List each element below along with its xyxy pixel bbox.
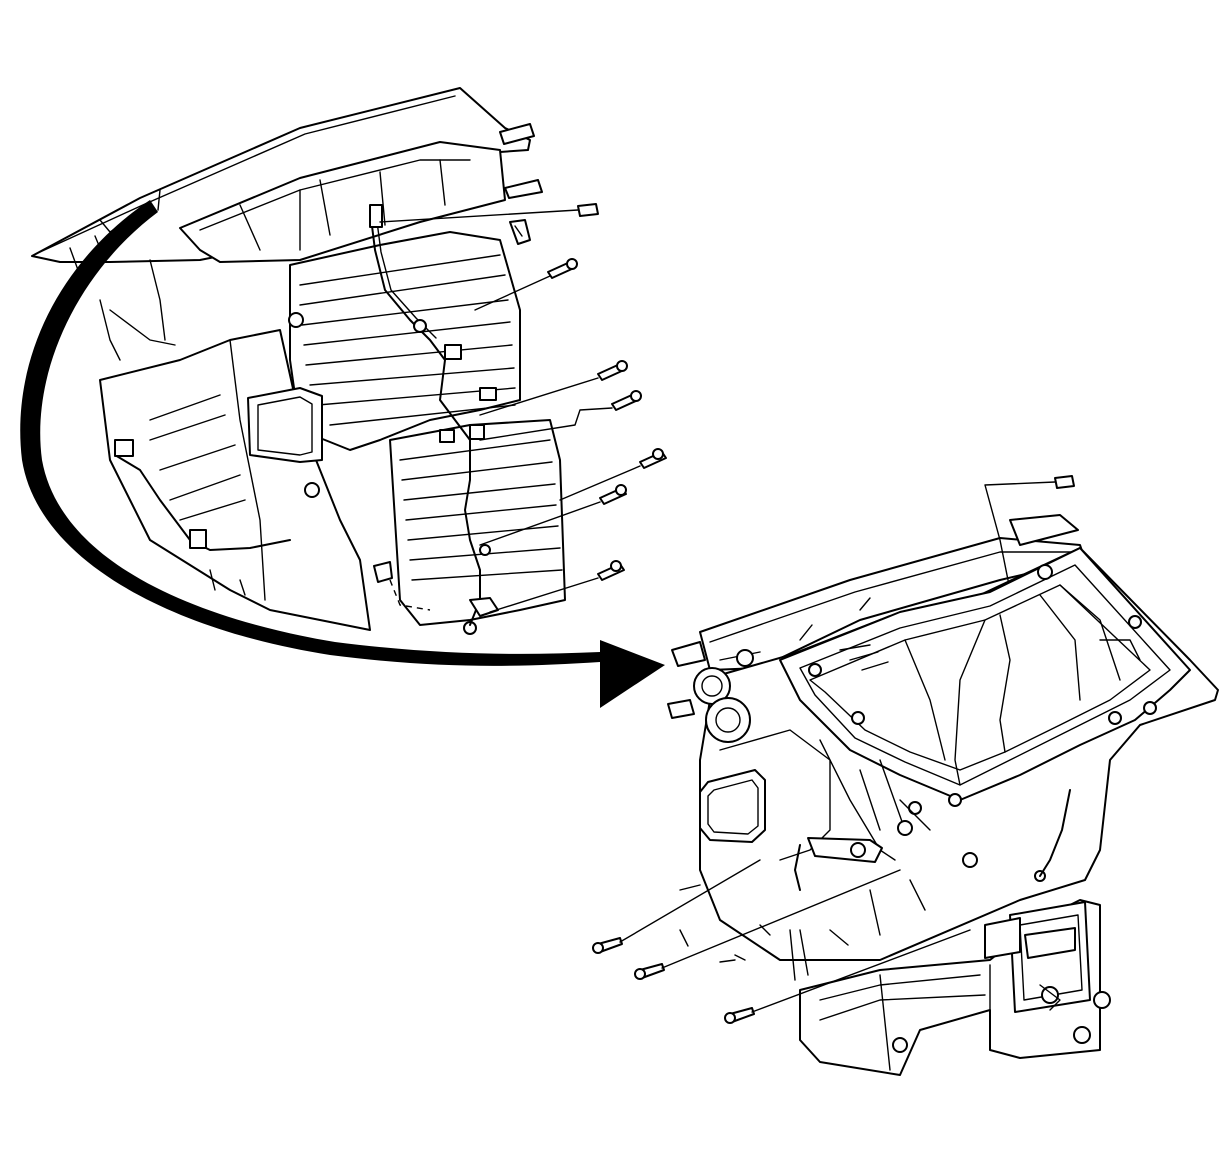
screw-icon (592, 859, 761, 954)
screw-icon (474, 258, 578, 311)
actuator-motor-icon (693, 649, 754, 743)
screw-icon (634, 869, 901, 980)
screw-icon (479, 484, 627, 546)
screw-icon (559, 448, 667, 501)
left-hvac-assembly (31, 87, 599, 635)
screw-icon (479, 390, 642, 441)
screw-icon (479, 360, 628, 416)
right-hvac-assembly (667, 475, 1219, 1076)
left-screws (474, 258, 667, 613)
right-screws (592, 859, 971, 1024)
screw-icon (489, 560, 625, 613)
curved-arrow-icon (20, 200, 666, 708)
screw-icon (724, 929, 971, 1024)
